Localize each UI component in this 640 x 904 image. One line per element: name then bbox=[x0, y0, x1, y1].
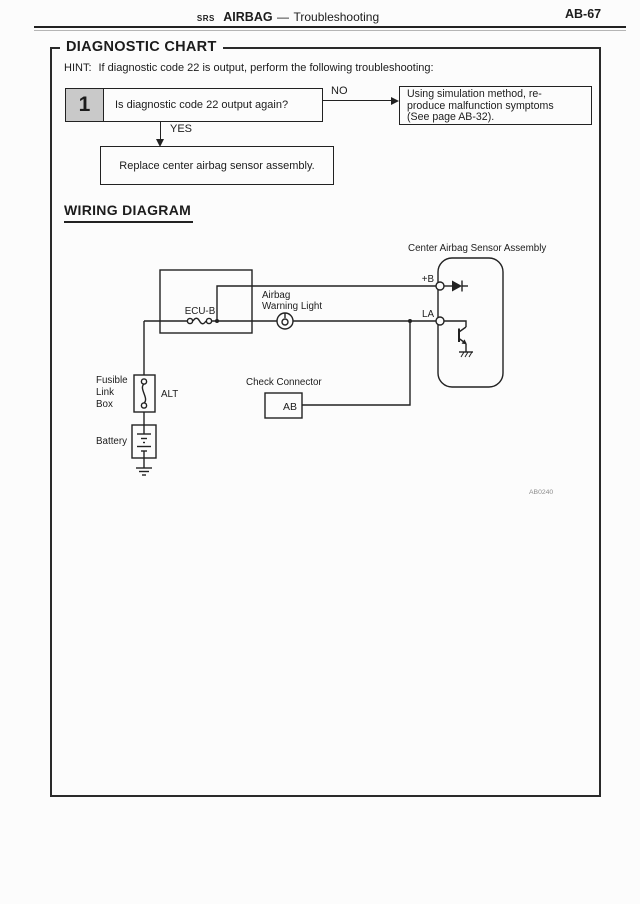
hint-label: HINT: bbox=[64, 62, 92, 74]
label-warning-light-2: Warning Light bbox=[262, 301, 322, 312]
yes-branch-line bbox=[160, 121, 161, 140]
figure-code: AB0240 bbox=[529, 489, 553, 496]
page-number: AB-67 bbox=[565, 7, 602, 21]
no-result-line: (See page AB-32). bbox=[407, 111, 495, 124]
wire-plus-b bbox=[216, 285, 436, 321]
ground-symbol-sensor bbox=[459, 351, 473, 358]
label-fusible-2: Link bbox=[96, 387, 114, 398]
flowchart-step-1: 1 Is diagnostic code 22 output again? bbox=[65, 88, 323, 122]
fuse-symbol bbox=[186, 317, 213, 325]
yes-branch-label: YES bbox=[170, 123, 193, 135]
label-warning-light-1: Airbag bbox=[262, 290, 290, 301]
label-check-connector: Check Connector bbox=[246, 377, 322, 388]
no-result-box: Using simulation method, re- produce mal… bbox=[399, 86, 592, 125]
junction-dot bbox=[215, 319, 219, 323]
diagnostic-chart-title: DIAGNOSTIC CHART bbox=[60, 38, 223, 56]
yes-branch-arrowhead-icon bbox=[156, 139, 164, 147]
label-alt: ALT bbox=[161, 389, 178, 400]
ground-symbol-battery bbox=[136, 458, 152, 476]
label-fusible-1: Fusible bbox=[96, 375, 128, 386]
step-question: Is diagnostic code 22 output again? bbox=[115, 99, 289, 111]
battery-symbol bbox=[137, 425, 151, 458]
no-branch-line bbox=[323, 100, 392, 101]
ecu-box bbox=[159, 269, 253, 334]
header-rule-shadow bbox=[34, 30, 626, 31]
page-header: SRS AIRBAG — Troubleshooting bbox=[28, 8, 548, 26]
label-battery: Battery bbox=[96, 436, 127, 447]
wiring-diagram-canvas: Center Airbag Sensor Assembly +B LA ECU-… bbox=[96, 243, 553, 496]
label-sensor-assembly: Center Airbag Sensor Assembly bbox=[408, 243, 546, 254]
warning-lamp-icon bbox=[276, 312, 294, 330]
header-subtitle: Troubleshooting bbox=[293, 10, 380, 24]
fusible-link-symbol bbox=[140, 378, 148, 409]
no-branch-arrowhead-icon bbox=[391, 97, 399, 105]
check-connector-box bbox=[264, 392, 303, 419]
header-separator: — bbox=[277, 10, 290, 24]
wiring-diagram-title: WIRING DIAGRAM bbox=[64, 202, 194, 223]
label-connector-id: AB bbox=[283, 401, 297, 413]
no-result-line: Using simulation method, re- bbox=[407, 88, 542, 100]
no-branch-label: NO bbox=[331, 85, 348, 97]
label-terminal-plus-b: +B bbox=[422, 274, 435, 285]
step-number-badge: 1 bbox=[66, 89, 104, 121]
header-rule bbox=[34, 26, 626, 28]
terminal-plus-b bbox=[435, 281, 445, 291]
wire-check-connector bbox=[302, 321, 411, 406]
sensor-assembly-outline bbox=[437, 257, 504, 388]
terminal-la bbox=[435, 316, 445, 326]
label-fusible-3: Box bbox=[96, 399, 113, 410]
header-title: AIRBAG bbox=[223, 10, 273, 24]
hint-line: HINT: If diagnostic code 22 is output, pe… bbox=[64, 62, 434, 74]
no-result-line: produce malfunction symptoms bbox=[407, 99, 554, 112]
label-terminal-la: LA bbox=[422, 309, 434, 320]
transistor-symbol bbox=[444, 320, 467, 352]
header-section-label: SRS bbox=[196, 14, 215, 23]
yes-result-box: Replace center airbag sensor assembly. bbox=[100, 146, 334, 185]
hint-text: If diagnostic code 22 is output, perform… bbox=[98, 62, 434, 74]
label-ecu-fuse: ECU-B bbox=[185, 306, 216, 317]
diode-symbol bbox=[444, 280, 468, 292]
